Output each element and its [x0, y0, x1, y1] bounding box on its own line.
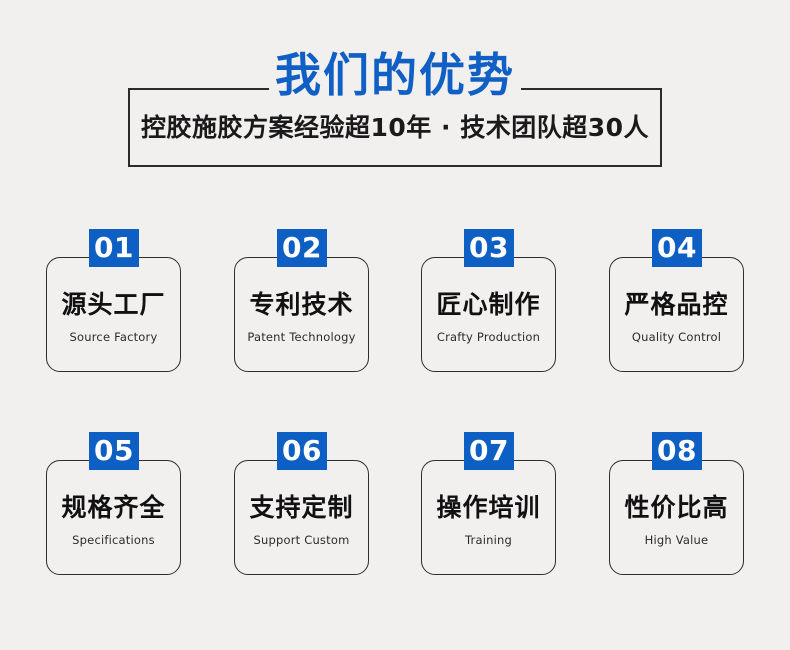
header-section: 我们的优势 控胶施胶方案经验超10年 · 技术团队超30人	[0, 0, 790, 200]
card-number-badge: 07	[464, 432, 514, 470]
advantage-card-07[interactable]: 07 操作培训 Training	[421, 432, 556, 575]
card-number-badge: 03	[464, 229, 514, 267]
card-title-cn: 专利技术	[249, 290, 354, 319]
advantage-card-08[interactable]: 08 性价比高 High Value	[609, 432, 744, 575]
advantage-card-05[interactable]: 05 规格齐全 Specifications	[46, 432, 181, 575]
card-body: 操作培训 Training	[422, 461, 555, 574]
card-title-cn: 操作培训	[436, 493, 541, 522]
card-number-badge: 04	[652, 229, 702, 267]
card-body: 性价比高 High Value	[610, 461, 743, 574]
card-title-en: Quality Control	[631, 330, 722, 344]
card-number-badge: 06	[277, 432, 327, 470]
card-title-en: Training	[465, 533, 512, 547]
card-number-badge: 05	[89, 432, 139, 470]
card-title-en: Specifications	[72, 533, 155, 547]
card-body: 匠心制作 Crafty Production	[422, 258, 555, 371]
card-title-en: Support Custom	[253, 533, 350, 547]
card-title-cn: 性价比高	[624, 493, 729, 522]
page-subtitle: 控胶施胶方案经验超10年 · 技术团队超30人	[141, 113, 649, 142]
card-title-cn: 规格齐全	[61, 493, 166, 522]
page-title-text: 我们的优势	[269, 48, 521, 102]
card-title-en: Patent Technology	[247, 330, 356, 344]
card-title-cn: 支持定制	[249, 493, 354, 522]
card-title-en: High Value	[644, 533, 709, 547]
advantage-card-04[interactable]: 04 严格品控 Quality Control	[609, 229, 744, 372]
advantage-card-02[interactable]: 02 专利技术 Patent Technology	[234, 229, 369, 372]
card-title-en: Source Factory	[69, 330, 158, 344]
card-body: 规格齐全 Specifications	[47, 461, 180, 574]
page-title: 我们的优势	[0, 48, 790, 102]
card-body: 源头工厂 Source Factory	[47, 258, 180, 371]
card-title-cn: 源头工厂	[61, 290, 166, 319]
card-title-cn: 匠心制作	[436, 290, 541, 319]
card-number-badge: 02	[277, 229, 327, 267]
card-body: 严格品控 Quality Control	[610, 258, 743, 371]
card-title-cn: 严格品控	[624, 290, 729, 319]
card-number-badge: 08	[652, 432, 702, 470]
advantages-grid: 01 源头工厂 Source Factory 02 专利技术 Patent Te…	[0, 200, 790, 620]
advantage-card-06[interactable]: 06 支持定制 Support Custom	[234, 432, 369, 575]
card-title-en: Crafty Production	[436, 330, 541, 344]
advantage-card-01[interactable]: 01 源头工厂 Source Factory	[46, 229, 181, 372]
card-body: 支持定制 Support Custom	[235, 461, 368, 574]
card-body: 专利技术 Patent Technology	[235, 258, 368, 371]
advantage-card-03[interactable]: 03 匠心制作 Crafty Production	[421, 229, 556, 372]
card-number-badge: 01	[89, 229, 139, 267]
